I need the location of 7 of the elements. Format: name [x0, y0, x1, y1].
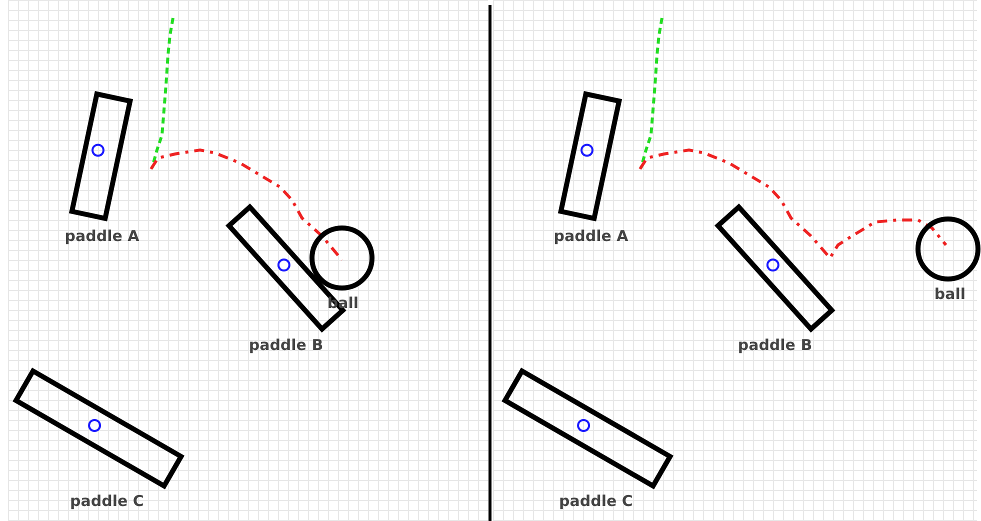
paddle-label: paddle B [738, 336, 812, 354]
paddle-label: paddle A [554, 228, 628, 244]
ball-label: ball [934, 286, 966, 302]
paddle-label: paddle B [248, 336, 324, 354]
paddle-label: paddle A [64, 228, 140, 244]
paddle-label: paddle C [559, 492, 633, 510]
paddle-label: paddle C [70, 492, 144, 510]
